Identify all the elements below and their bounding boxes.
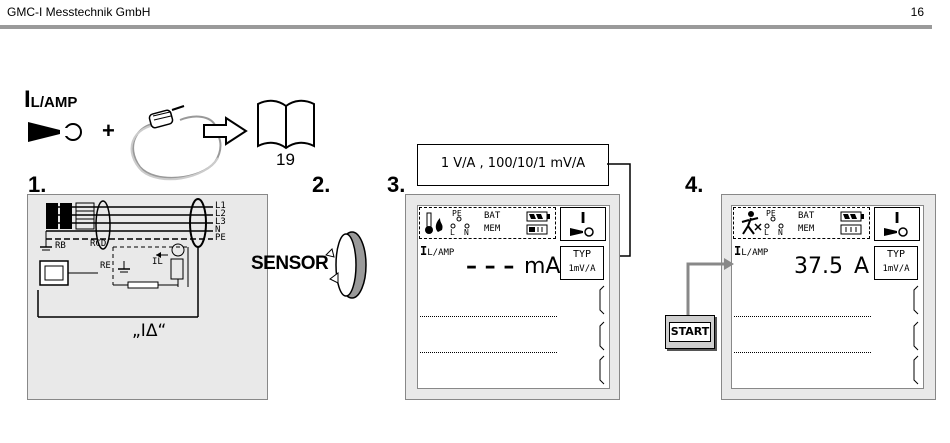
dotted-line-2 — [420, 352, 557, 353]
battery-icon — [840, 211, 864, 235]
step-3-label: 3. — [387, 172, 406, 197]
thermometer-icon — [425, 212, 443, 234]
step-1-label: 1. — [28, 172, 47, 197]
line-label-pe: PE — [215, 233, 226, 243]
current-clamp-icon — [130, 105, 222, 181]
step-4-label: 4. — [685, 172, 704, 197]
mem-label: MEM — [484, 224, 501, 234]
start-button-label: START — [669, 322, 711, 342]
socket-dots-icon — [764, 216, 784, 229]
battery-icon — [526, 211, 550, 235]
header-page-number: 16 — [910, 5, 924, 19]
header-rule — [0, 25, 932, 29]
rcd-label: RCD — [90, 239, 107, 249]
status-icons-step4: PE L N BAT MEM — [733, 207, 870, 239]
dotted-line-1 — [420, 316, 557, 317]
range-callout: 1 V/A , 100/10/1 mV/A — [417, 144, 609, 186]
walking-person-icon — [741, 211, 762, 235]
bracket-marks-step4 — [913, 285, 919, 385]
bat-label: BAT — [484, 211, 501, 221]
line-label-l3: L3 — [215, 217, 226, 227]
function-key-symbol: I — [894, 209, 900, 227]
mem-label: MEM — [798, 224, 815, 234]
plus-sign: + — [102, 118, 115, 143]
status-icons-step3: PE L N BAT MEM — [419, 207, 556, 239]
reading-value-step4: 37.5 — [794, 254, 843, 279]
typ-key-step3: TYP 1mV/A — [560, 246, 604, 280]
line-label-l1: L1 — [215, 201, 226, 211]
reading-unit-step3: mA — [524, 254, 561, 279]
lcd-screen-step3: PE L N BAT MEM I IL/AMP – – – mA TYP 1mV… — [417, 205, 610, 389]
rotate-sensor-icon — [325, 231, 367, 299]
start-button[interactable]: START — [665, 315, 715, 349]
start-arrow — [686, 258, 734, 316]
rcd-wiring-diagram — [37, 198, 213, 318]
range-callout-text: 1 V/A , 100/10/1 mV/A — [440, 156, 586, 171]
l-label: L — [764, 228, 769, 237]
typ-key-step4: TYP 1mV/A — [874, 246, 918, 280]
line-label-n: N — [215, 225, 221, 235]
diagram-caption: „IΔ“ — [132, 321, 167, 341]
range-label: 1mV/A — [882, 264, 910, 274]
clamp-socket-icon — [28, 122, 82, 142]
header-company: GMC-I Messtechnik GmbH — [7, 5, 151, 19]
n-label: N — [464, 228, 469, 237]
lcd-screen-step4: PE L N BAT MEM I IL/AMP 37.5 A TYP 1mV/A — [731, 205, 924, 389]
pe-label: PE — [452, 209, 462, 218]
function-key-symbol: I — [580, 209, 586, 227]
l-label: L — [450, 228, 455, 237]
bracket-marks-step3 — [599, 285, 605, 385]
il-label: IL — [152, 257, 163, 267]
function-key-step3: I — [560, 207, 606, 241]
measure-name-step3: IL/AMP — [420, 244, 455, 258]
function-key-step4: I — [874, 207, 920, 241]
rb-label: RB — [55, 241, 66, 251]
function-title: IL/AMP — [24, 86, 78, 113]
pe-label: PE — [766, 209, 776, 218]
reading-unit-step4: A — [854, 254, 870, 279]
re-label: RE — [100, 261, 111, 271]
reading-value-step3: – – – — [466, 254, 515, 279]
n-label: N — [778, 228, 783, 237]
arrow-right-icon — [203, 116, 248, 146]
manual-page-ref: 19 — [276, 150, 295, 169]
range-label: 1mV/A — [568, 264, 596, 274]
typ-label: TYP — [886, 249, 906, 260]
step-2-label: 2. — [312, 172, 331, 197]
bat-label: BAT — [798, 211, 815, 221]
measure-name-step4: IL/AMP — [734, 244, 769, 258]
wiring-diagram-panel: L1 L2 L3 N PE RB RCD RE IL „IΔ“ — [27, 194, 268, 400]
dotted-line-2 — [734, 352, 871, 353]
dotted-line-1 — [734, 316, 871, 317]
clamp-function-icon — [884, 227, 908, 237]
manual-book-icon — [257, 99, 315, 150]
sensor-label: SENSOR — [251, 253, 329, 274]
clamp-function-icon — [570, 227, 594, 237]
typ-label: TYP — [572, 249, 592, 260]
socket-dots-icon — [450, 216, 470, 229]
line-label-l2: L2 — [215, 209, 226, 219]
